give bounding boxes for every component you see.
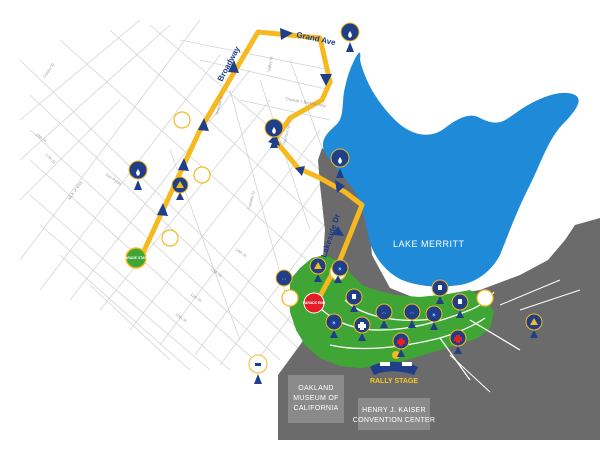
water-drop-icon [136,169,140,176]
first-aid-marker[interactable] [353,316,371,341]
accessible-marker[interactable]: ♿ [425,305,443,330]
info-marker[interactable] [193,166,211,184]
rally-stage[interactable]: RALLY STAGE [370,351,418,385]
first-aid-icon [397,338,405,346]
svg-text:Webster St: Webster St [214,94,224,115]
accessible-marker[interactable]: ♿ [331,259,349,283]
info-marker[interactable] [476,289,494,307]
warning-icon [314,262,322,269]
lake-label: LAKE MERRITT [393,239,465,249]
emergency-marker[interactable] [449,329,467,354]
recycle-marker[interactable] [431,279,449,304]
museum-label-line-1: OAKLAND [298,385,334,392]
label-grand-ave: Grand Ave [296,30,337,47]
info-marker[interactable] [281,289,299,307]
museum-label-line-3: CALIFORNIA [293,405,338,412]
parade-start-marker[interactable]: PARADE START [123,247,150,269]
info-marker[interactable] [173,111,191,129]
first-aid-marker[interactable] [248,354,268,384]
restroom-marker[interactable]: ♂♀ [275,269,293,287]
convention-label-line-2: CONVENTION CENTER [353,417,436,424]
parade-end-marker[interactable]: PARADE END [303,292,326,314]
water-station-marker[interactable] [128,160,148,190]
svg-text:Castro St: Castro St [42,61,56,78]
svg-text:Thomas L Berkley Way: Thomas L Berkley Way [285,96,326,108]
caution-marker[interactable] [171,176,189,200]
svg-text:♂♀: ♂♀ [410,311,415,315]
svg-text:12th St: 12th St [209,267,223,279]
svg-text:♿: ♿ [338,267,342,271]
svg-text:♿: ♿ [332,321,336,325]
svg-text:10th St: 10th St [174,312,188,324]
museum-label-line-2: MUSEUM OF [293,395,338,402]
warning-icon [176,181,184,188]
restroom-marker[interactable]: ♂♀ [403,303,421,328]
water-drop-icon [348,31,352,38]
lake-merritt [322,52,579,287]
rally-stage-label: RALLY STAGE [370,378,418,385]
convention-center-label: HENRY J. KAISER CONVENTION CENTER [353,407,436,424]
route-arrows [157,28,345,236]
water-drop-icon [272,127,276,134]
first-aid-icon [358,322,366,330]
svg-text:Franklin St: Franklin St [246,190,256,211]
svg-text:Harrison St: Harrison St [281,124,291,145]
parade-end-label: PARADE END [303,301,326,305]
building-convention-center [358,398,430,430]
convention-label-line-1: HENRY J. KAISER [362,407,426,414]
svg-text:11th St: 11th St [189,292,203,304]
caution-marker[interactable] [309,257,327,282]
svg-text:♂♀: ♂♀ [282,277,287,281]
water-station-marker[interactable] [340,22,360,52]
recycle-marker[interactable] [451,293,469,318]
restroom-marker[interactable]: ♂♀ [375,303,393,328]
building-museum [288,375,344,423]
svg-text:17th St: 17th St [44,152,57,165]
svg-text:14th St: 14th St [234,247,248,259]
svg-text:Valley St: Valley St [266,55,274,72]
warning-icon [530,318,538,325]
info-marker[interactable] [161,229,179,247]
svg-text:MLK Jr Way: MLK Jr Way [67,180,84,201]
water-station-marker[interactable] [264,118,284,148]
caution-marker[interactable] [525,313,543,338]
svg-text:18th St: 18th St [34,132,48,144]
svg-text:♂♀: ♂♀ [382,311,387,315]
plus-icon [454,335,462,343]
recycle-marker[interactable] [345,288,363,312]
parade-start-label: PARADE START [123,256,150,260]
svg-text:♿: ♿ [432,313,436,317]
museum-label: OAKLAND MUSEUM OF CALIFORNIA [293,385,338,412]
accessible-marker[interactable]: ♿ [325,313,343,338]
paved-streets [449,279,581,393]
water-station-marker[interactable] [330,148,350,178]
map-markers[interactable]: ♂♀ ♂♀ ♂♀ ♿ ♿ ♿ [128,22,543,384]
water-drop-icon [338,157,342,164]
first-aid-marker[interactable] [392,332,410,357]
